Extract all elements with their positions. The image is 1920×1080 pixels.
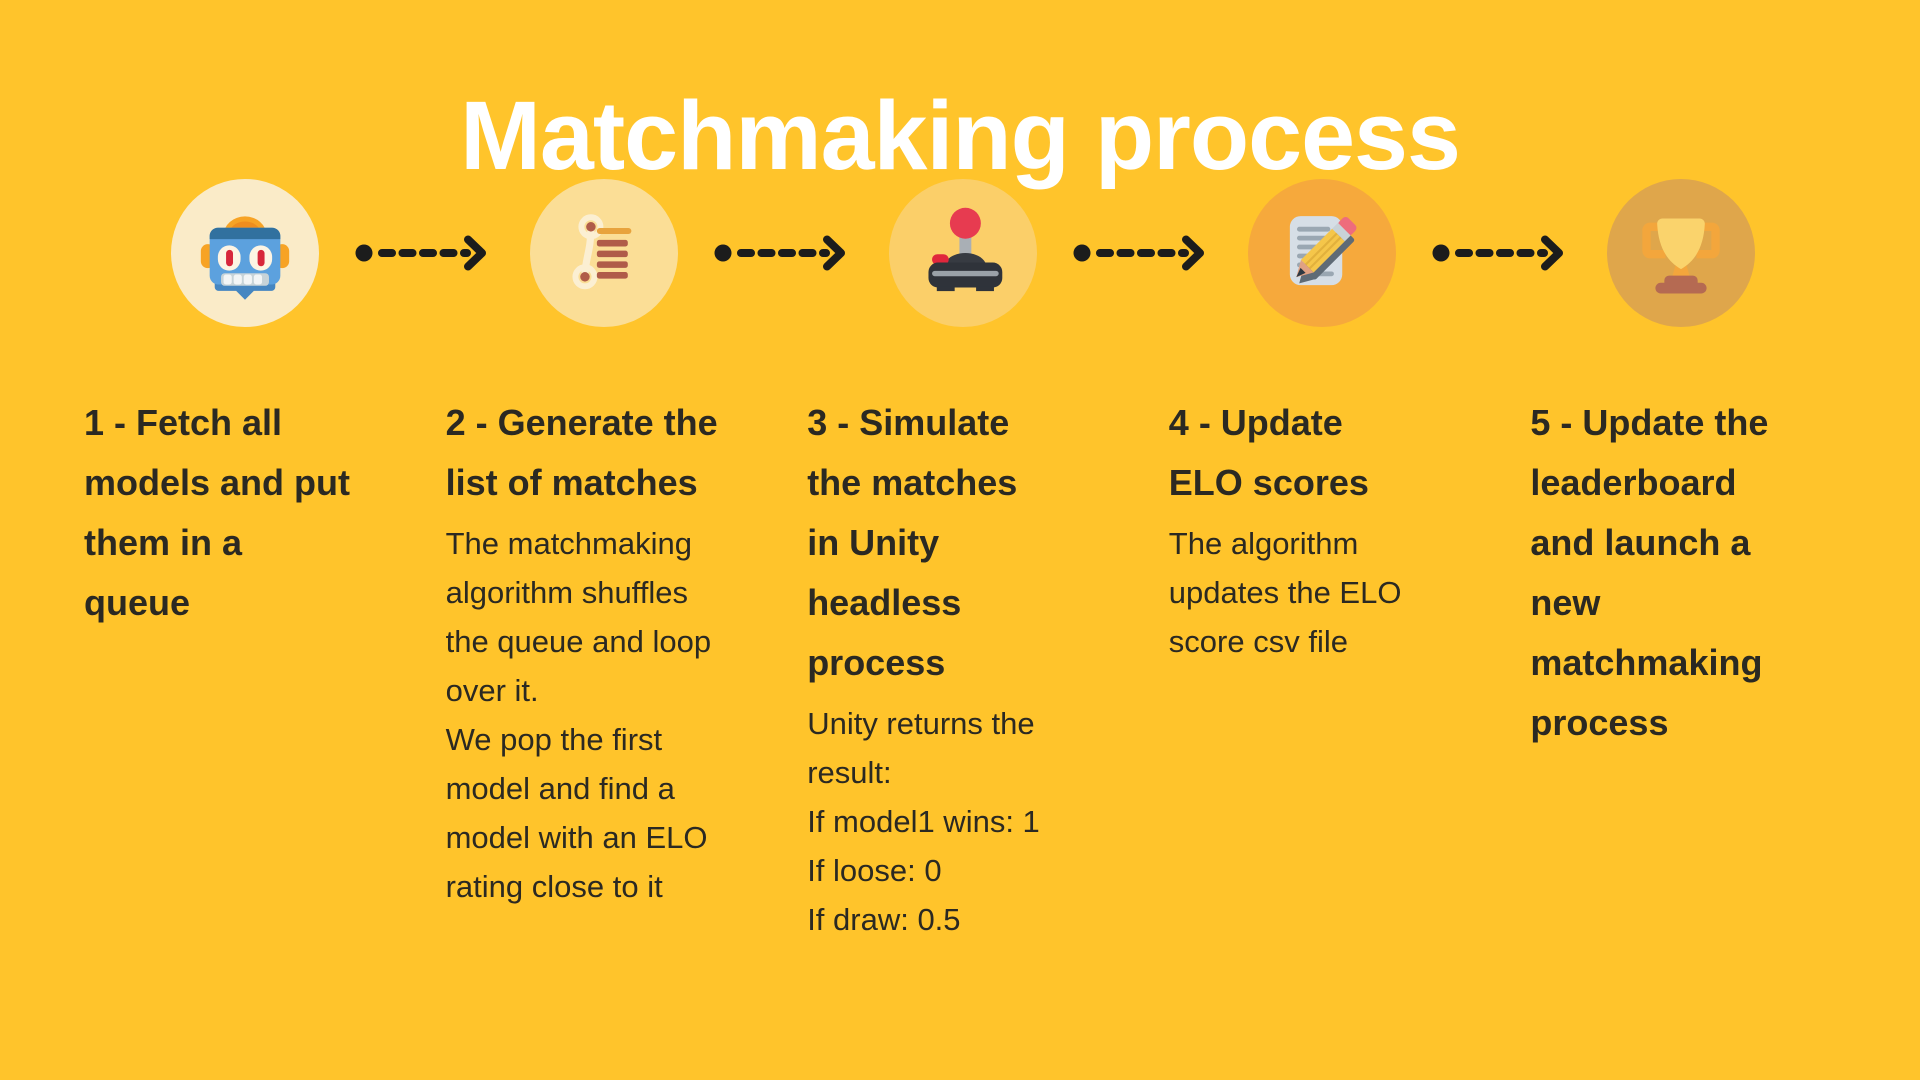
dotted-arrow-icon [355, 235, 486, 271]
step-heading: 3 - Simulate the matches in Unity headle… [807, 402, 1018, 683]
step-description: The algorithm updates the ELO score csv … [1168, 526, 1402, 659]
step2-badge [530, 179, 678, 327]
step3-badge [889, 179, 1037, 327]
trophy-icon [1642, 218, 1720, 294]
step-column-2: 2 - Generate the list of matches The mat… [446, 393, 752, 944]
step5-badge [1607, 179, 1755, 327]
robot-icon [200, 216, 290, 300]
step-description: Unity returns the result: If model1 wins… [807, 706, 1040, 937]
step4-badge [1248, 179, 1396, 327]
scroll-list-icon [572, 214, 632, 290]
step1-badge [171, 179, 319, 327]
step-column-4: 4 - Update ELO scores The algorithm upda… [1169, 393, 1475, 944]
step-heading: 1 - Fetch all models and put them in a q… [84, 402, 351, 623]
dotted-arrow-icon [1073, 235, 1204, 271]
steps-text-row: 1 - Fetch all models and put them in a q… [84, 393, 1836, 944]
step-heading: 5 - Update the leaderboard and launch a … [1530, 402, 1769, 743]
joystick-icon [928, 207, 1003, 292]
step-description: The matchmaking algorithm shuffles the q… [445, 526, 712, 904]
step-column-3: 3 - Simulate the matches in Unity headle… [807, 393, 1113, 944]
step-heading: 2 - Generate the list of matches [445, 402, 718, 503]
note-pencil-icon [1289, 216, 1357, 286]
dotted-arrow-icon [1432, 235, 1563, 271]
page-title: Matchmaking process [460, 80, 1461, 190]
dotted-arrow-icon [714, 235, 845, 271]
step-column-5: 5 - Update the leaderboard and launch a … [1530, 393, 1836, 944]
step-column-1: 1 - Fetch all models and put them in a q… [84, 393, 390, 944]
step-heading: 4 - Update ELO scores [1168, 402, 1369, 503]
